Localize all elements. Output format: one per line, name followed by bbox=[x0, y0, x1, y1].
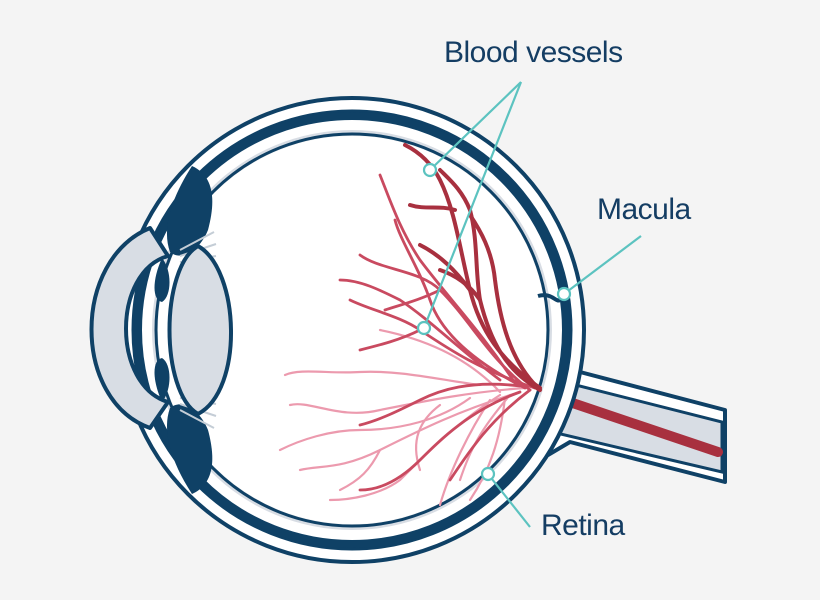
retina-marker bbox=[480, 466, 496, 482]
retina-leader bbox=[487, 473, 531, 528]
macula-notch bbox=[537, 293, 562, 303]
macula-leader bbox=[563, 235, 642, 295]
leader-lines bbox=[422, 81, 642, 528]
lens bbox=[167, 243, 233, 417]
leader-endpoints bbox=[416, 162, 572, 482]
retinal-blood-vessels bbox=[278, 143, 542, 507]
iris bbox=[154, 166, 217, 494]
macula-marker bbox=[556, 286, 572, 302]
blood-vessels-label: Blood vessels bbox=[444, 36, 623, 69]
blood-vessels-leader-upper bbox=[429, 81, 522, 171]
blood-vessels-marker-upper bbox=[422, 162, 438, 178]
macula-label: Macula bbox=[597, 193, 691, 226]
retina-label: Retina bbox=[541, 509, 625, 542]
blood-vessels-marker-lower bbox=[416, 320, 432, 336]
blood-vessels-leader-lower bbox=[422, 81, 523, 329]
cornea bbox=[89, 226, 170, 430]
